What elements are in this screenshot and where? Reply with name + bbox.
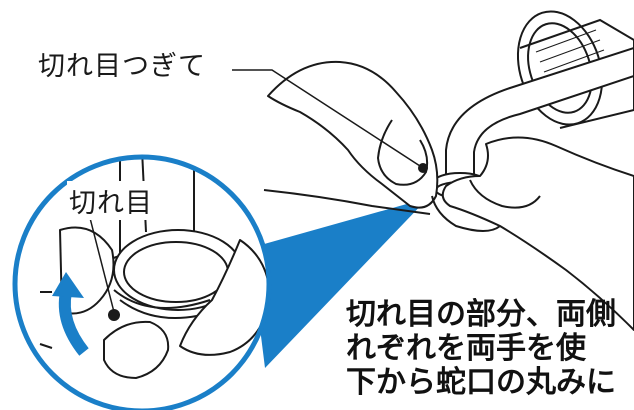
- zoom-wedge: [250, 198, 428, 368]
- left-fingers: [377, 119, 429, 186]
- hands-drawing: [267, 60, 634, 331]
- left-hand: [267, 60, 439, 209]
- caption-line: 切れ目の部分、両側: [346, 298, 616, 332]
- sleeve-edge: [263, 189, 431, 215]
- inset-thumb: [103, 320, 170, 379]
- inset-bracket: [39, 291, 53, 349]
- top-slit-dot: [418, 163, 428, 173]
- instruction-caption: 切れ目の部分、両側 れぞれを両手を使 下から蛇口の丸みに: [346, 298, 634, 400]
- right-fingers: [469, 179, 541, 209]
- curved-up-arrow-icon: [52, 272, 89, 356]
- right-hand: [441, 136, 634, 331]
- slit-label: 切れ目: [67, 181, 155, 220]
- caption-line: れぞれを両手を使: [346, 331, 586, 366]
- top-leader-line: [232, 69, 421, 167]
- inset-right-hand: [179, 239, 268, 356]
- slit-joint-label: 切れ目つぎて: [38, 51, 206, 82]
- inset-leader-line: [89, 217, 115, 313]
- caption-line: 下から蛇口の丸みに: [346, 365, 616, 400]
- inset-slit-dot: [108, 309, 120, 321]
